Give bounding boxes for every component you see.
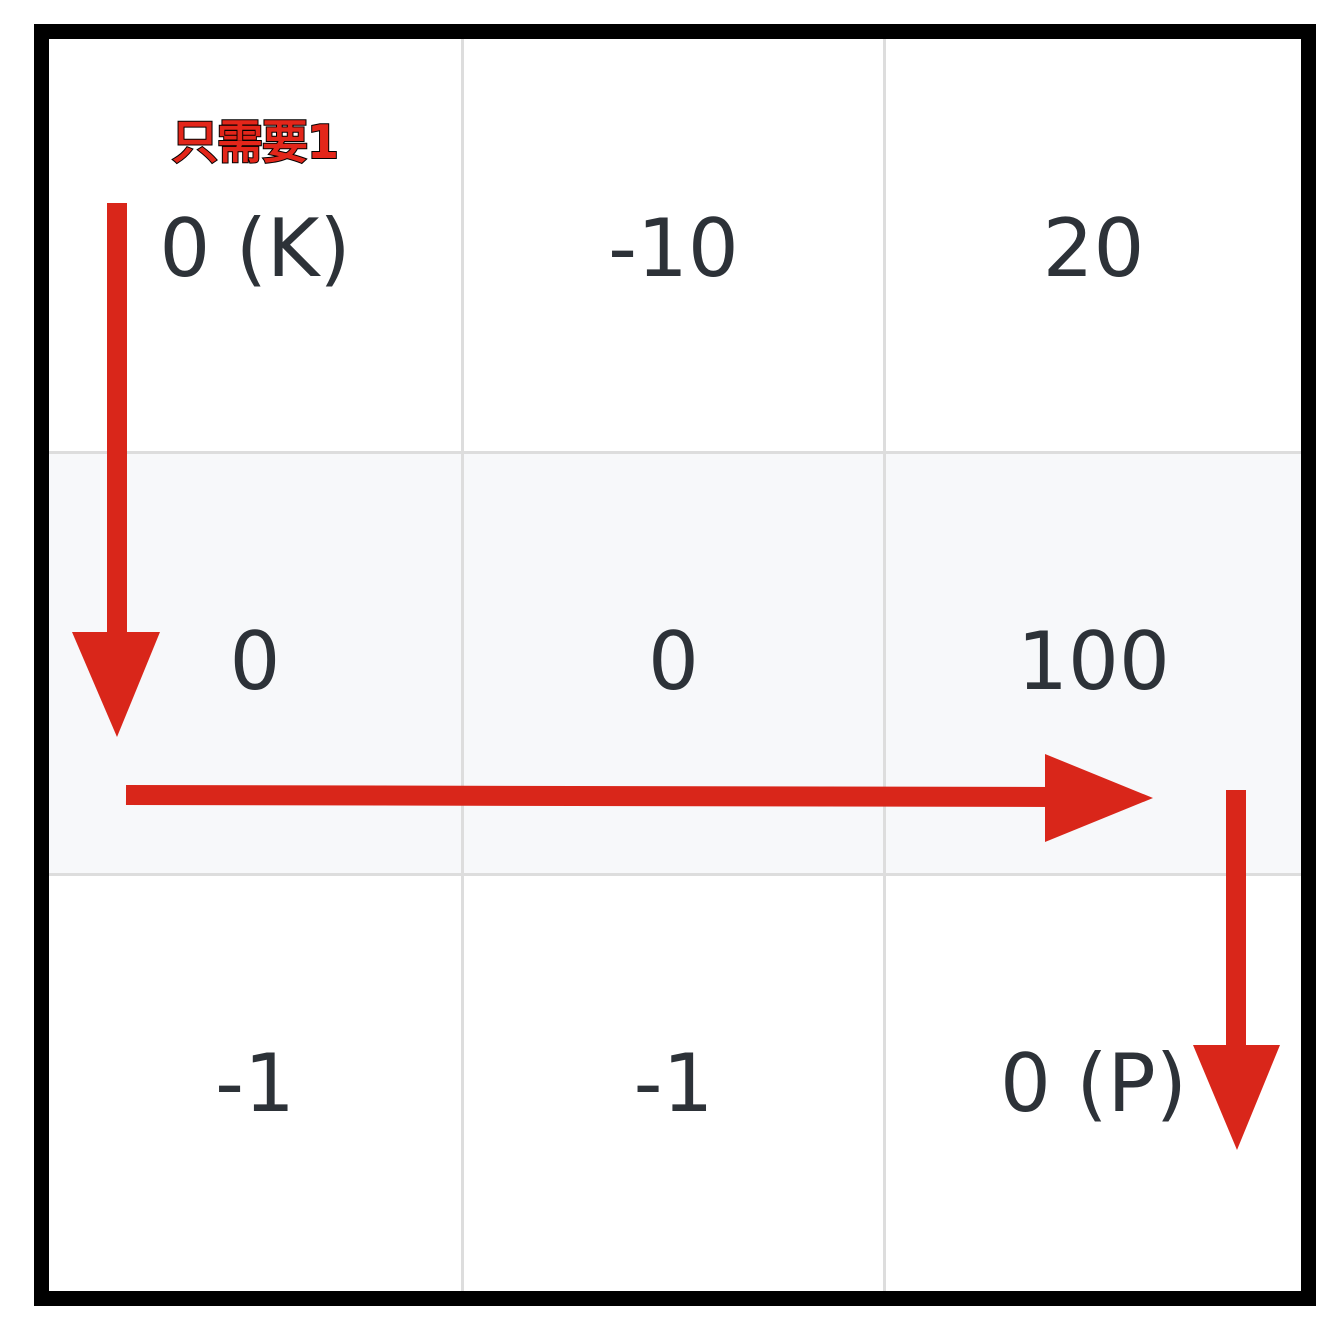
grid-cell-r1-c3: 20 (886, 39, 1301, 454)
cell-value: 0 (K) (159, 202, 351, 295)
grid-cell-r3-c3: 0 (P) (886, 876, 1301, 1291)
grid-cell-r1-c2: -10 (464, 39, 886, 454)
grid-cell-r1-c1: 0 (K) (49, 39, 464, 454)
value-grid: 0 (K) -10 20 0 0 100 -1 -1 0 (P) (49, 39, 1301, 1291)
cell-value: 20 (1042, 202, 1145, 295)
grid-cell-r2-c2: 0 (464, 454, 886, 876)
grid-cell-r2-c1: 0 (49, 454, 464, 876)
annotation-label: 只需要1 (160, 106, 351, 178)
grid-cell-r2-c3: 100 (886, 454, 1301, 876)
cell-value: -1 (215, 1037, 295, 1130)
cell-value: 100 (1017, 615, 1170, 708)
cell-value: -10 (608, 202, 739, 295)
cell-value: 0 (229, 615, 281, 708)
grid-cell-r3-c2: -1 (464, 876, 886, 1291)
grid-frame: 0 (K) -10 20 0 0 100 -1 -1 0 (P) (34, 24, 1316, 1306)
grid-cell-r3-c1: -1 (49, 876, 464, 1291)
cell-value: 0 (648, 615, 699, 708)
cell-value: 0 (P) (1000, 1037, 1187, 1130)
cell-value: -1 (633, 1037, 714, 1130)
